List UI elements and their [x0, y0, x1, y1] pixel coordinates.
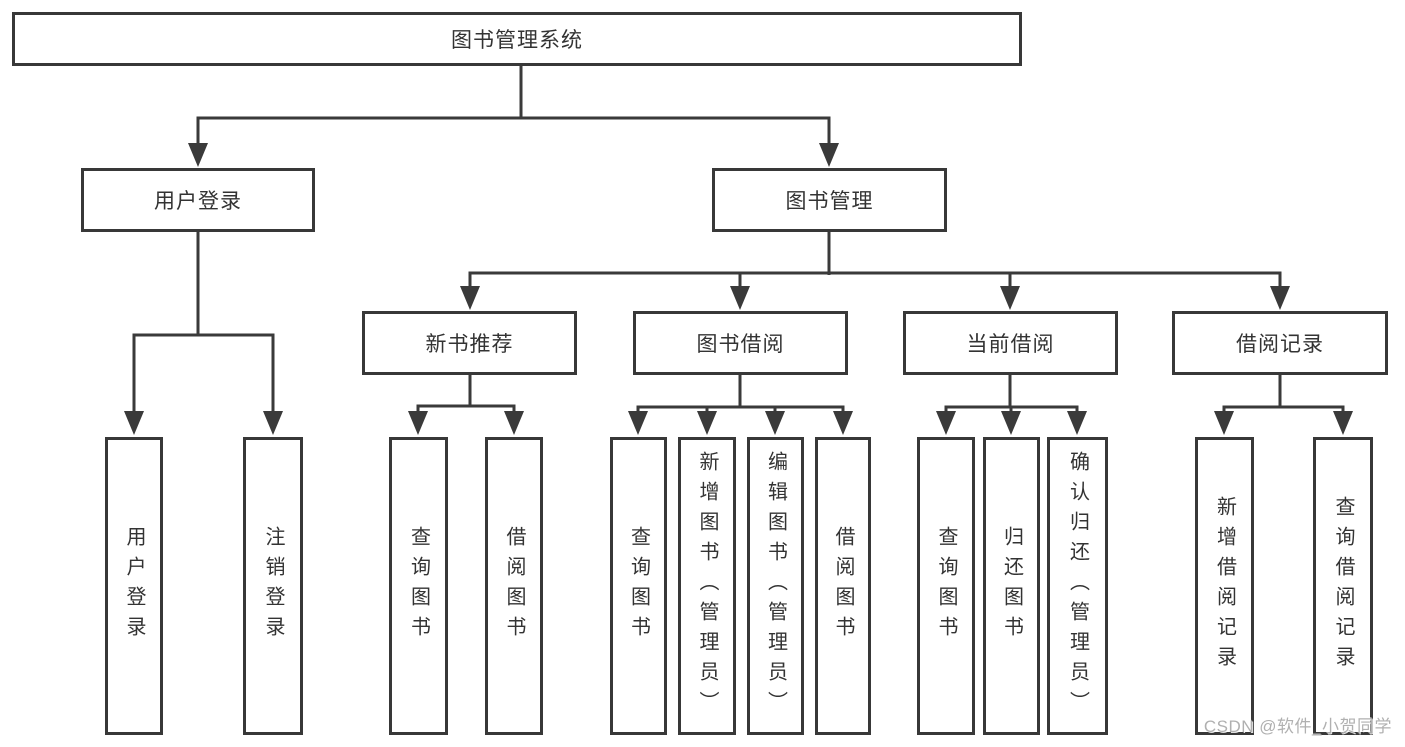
node-current-borrow-label: 当前借阅: [966, 333, 1055, 356]
node-book-management: 图书管理: [712, 168, 947, 232]
node-new-book-recommend-label: 新书推荐: [425, 333, 514, 356]
leaf-add-borrow-record-label: 新增借阅记录: [1213, 496, 1236, 676]
node-user-login: 用户登录: [81, 168, 315, 232]
leaf-query-book-borrow-label: 查询图书: [627, 526, 650, 646]
leaf-logout: 注销登录: [243, 437, 303, 735]
node-borrow-record: 借阅记录: [1172, 311, 1388, 375]
leaf-borrow-book-label: 借阅图书: [832, 526, 854, 646]
leaf-confirm-return-admin-label: 确认归还（管理员）: [1066, 451, 1089, 721]
leaf-query-book-recommend-label: 查询图书: [407, 526, 430, 646]
node-root-label: 图书管理系统: [451, 29, 583, 52]
leaf-query-book-current-label: 查询图书: [935, 526, 957, 646]
leaf-logout-label: 注销登录: [262, 526, 284, 646]
leaf-add-borrow-record: 新增借阅记录: [1195, 437, 1254, 735]
node-book-management-label: 图书管理: [785, 190, 874, 213]
leaf-query-book-recommend: 查询图书: [389, 437, 448, 735]
leaf-query-book-borrow: 查询图书: [610, 437, 667, 735]
leaf-user-login: 用户登录: [105, 437, 163, 735]
leaf-add-book-admin: 新增图书（管理员）: [678, 437, 736, 735]
node-new-book-recommend: 新书推荐: [362, 311, 577, 375]
leaf-user-login-label: 用户登录: [123, 526, 145, 646]
leaf-borrow-book-recommend: 借阅图书: [485, 437, 543, 735]
leaf-query-book-current: 查询图书: [917, 437, 975, 735]
leaf-return-book: 归还图书: [983, 437, 1040, 735]
leaf-edit-book-admin: 编辑图书（管理员）: [747, 437, 804, 735]
node-borrow-record-label: 借阅记录: [1236, 333, 1324, 356]
leaf-confirm-return-admin: 确认归还（管理员）: [1047, 437, 1108, 735]
watermark: CSDN @软件_小贺同学: [1203, 717, 1392, 736]
leaf-borrow-book-recommend-label: 借阅图书: [503, 526, 525, 646]
leaf-borrow-book: 借阅图书: [815, 437, 871, 735]
leaf-query-borrow-record-label: 查询借阅记录: [1332, 496, 1354, 676]
node-current-borrow: 当前借阅: [903, 311, 1118, 375]
leaf-add-book-admin-label: 新增图书（管理员）: [696, 451, 718, 721]
node-book-borrow: 图书借阅: [633, 311, 848, 375]
leaf-return-book-label: 归还图书: [1000, 526, 1023, 646]
node-user-login-label: 用户登录: [154, 190, 242, 213]
node-root: 图书管理系统: [12, 12, 1022, 66]
node-book-borrow-label: 图书借阅: [696, 333, 785, 356]
leaf-edit-book-admin-label: 编辑图书（管理员）: [764, 451, 787, 721]
leaf-query-borrow-record: 查询借阅记录: [1313, 437, 1373, 735]
